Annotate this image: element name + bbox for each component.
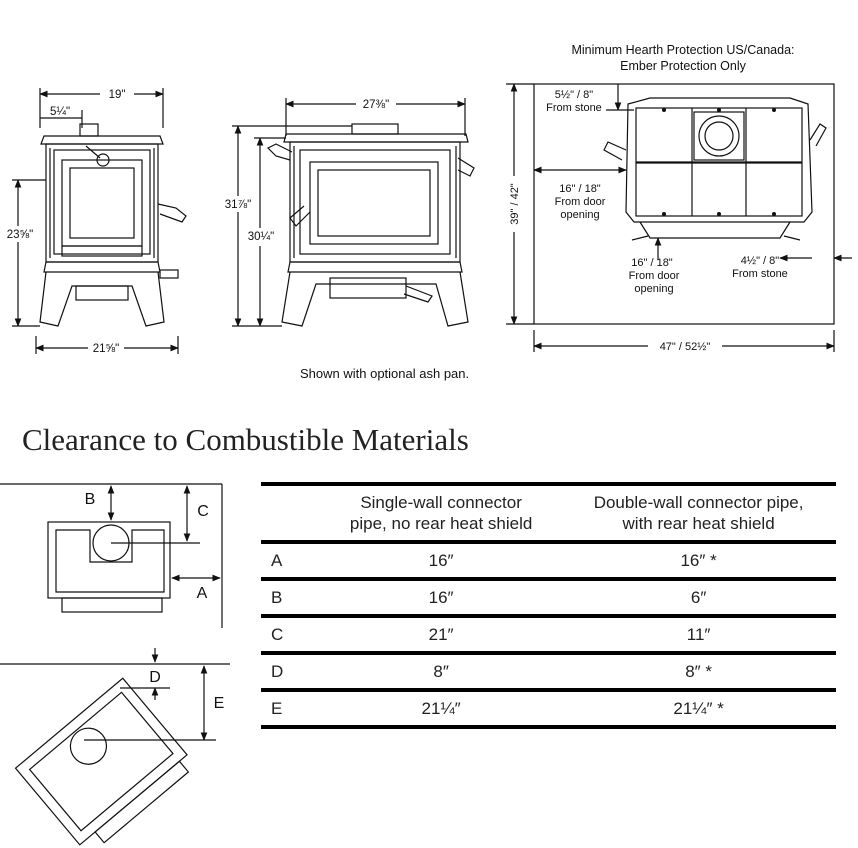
hearth-title-line-1: Minimum Hearth Protection US/Canada:	[571, 43, 795, 57]
table-row: B 16″ 6″	[261, 579, 836, 616]
row-label: D	[271, 661, 284, 681]
double-wall-value: 6″	[690, 587, 707, 607]
hearth-depth: 39" / 42"	[509, 183, 521, 225]
hearth-width: 47" / 52½"	[660, 341, 711, 353]
side-height-total: 31⅞"	[225, 199, 251, 211]
letter-c: C	[197, 503, 209, 520]
double-wall-value: 16″ *	[680, 550, 717, 570]
letter-e: E	[214, 695, 225, 712]
single-wall-value: 16″	[428, 550, 454, 570]
single-wall-value: 21″	[428, 624, 454, 644]
single-wall-value: 21¼″	[421, 698, 461, 718]
table-row: E 21¼″ 21¼″ *	[261, 690, 836, 727]
front-door-label-1: From door	[629, 270, 680, 282]
clearance-table: Single-wall connector pipe, no rear heat…	[261, 482, 836, 729]
side-view	[226, 96, 475, 327]
table-row: C 21″ 11″	[261, 616, 836, 653]
double-wall-value: 11″	[686, 624, 711, 644]
front-width-top: 19"	[109, 89, 126, 101]
row-label: A	[271, 550, 283, 570]
front-door-value: 16" / 18"	[631, 257, 673, 269]
front-height: 23⅝"	[7, 229, 33, 241]
front-view	[10, 86, 187, 354]
double-wall-value: 8″ *	[685, 661, 713, 681]
front-width-offset: 5¼"	[50, 106, 70, 118]
clearance-corner-diagram	[0, 648, 230, 846]
side-stone-label: From stone	[732, 268, 788, 280]
rear-clearance-label: From stone	[546, 102, 602, 114]
front-width-bottom: 21⅝"	[93, 343, 119, 355]
clearance-table-header: Single-wall connector pipe, no rear heat…	[261, 484, 836, 542]
side-stone-value: 4½" / 8"	[741, 255, 779, 267]
letter-d: D	[149, 669, 161, 686]
side-door-label-1: From door	[555, 196, 606, 208]
column-header-double-wall: Double-wall connector pipe, with rear he…	[593, 493, 804, 533]
single-wall-value: 8″	[433, 661, 449, 681]
single-wall-value: 16″	[428, 587, 454, 607]
side-height-body: 30¼"	[248, 231, 274, 243]
side-depth: 27⅜"	[363, 99, 389, 111]
rear-clearance-value: 5½" / 8"	[555, 89, 593, 101]
side-door-label-2: opening	[560, 209, 599, 221]
side-door-value: 16" / 18"	[559, 183, 601, 195]
row-label: B	[271, 587, 283, 607]
letter-b: B	[85, 491, 96, 508]
table-row: D 8″ 8″ *	[261, 653, 836, 690]
row-label: E	[271, 698, 283, 718]
front-door-label-2: opening	[634, 283, 673, 295]
hearth-title-line-2: Ember Protection Only	[620, 59, 746, 73]
hearth-title: Minimum Hearth Protection US/Canada: Emb…	[548, 42, 818, 74]
double-wall-value: 21¼″ *	[673, 698, 724, 718]
clearance-heading: Clearance to Combustible Materials	[22, 422, 469, 457]
row-label: C	[271, 624, 284, 644]
hearth-view	[504, 83, 852, 352]
column-header-single-wall: Single-wall connector pipe, no rear heat…	[349, 493, 533, 533]
figure-caption: Shown with optional ash pan.	[300, 366, 470, 381]
clearance-parallel-diagram	[0, 483, 223, 628]
letter-a: A	[197, 585, 208, 602]
table-row: A 16″ 16″ *	[261, 542, 836, 579]
